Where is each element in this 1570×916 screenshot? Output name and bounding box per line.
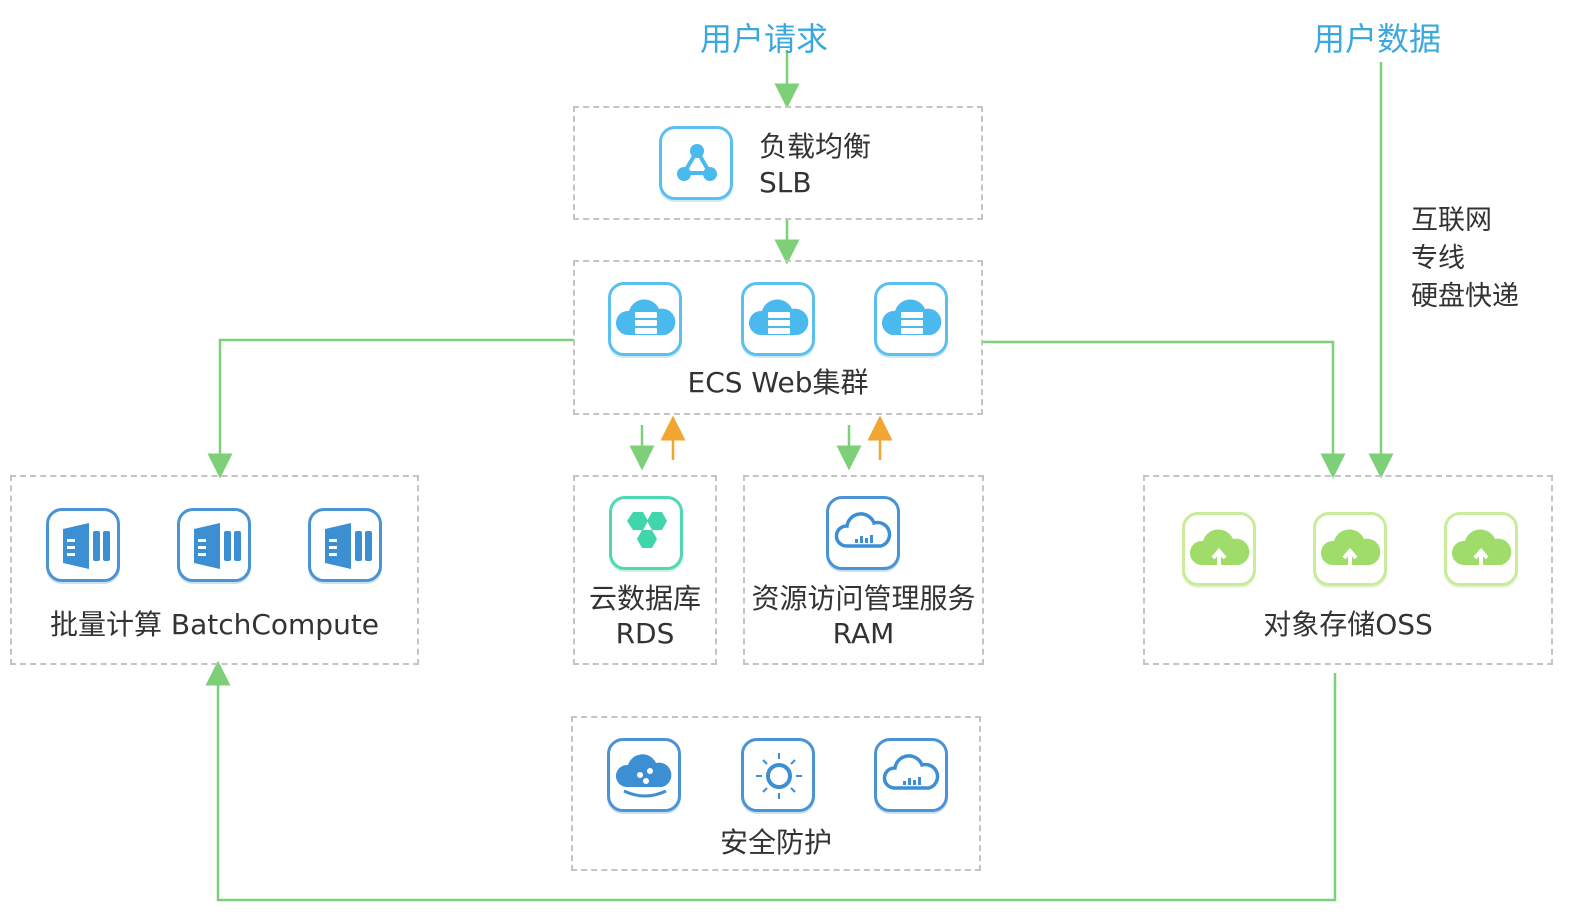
arrow-ecs-to-oss <box>982 340 1346 479</box>
cloud-shield-icon <box>607 738 681 812</box>
security-box <box>571 716 981 871</box>
rds-name: 云数据库 <box>588 582 701 615</box>
database-hexagon-icon <box>609 496 683 570</box>
network-hub-icon <box>659 126 733 200</box>
sun-burst-icon <box>741 738 815 812</box>
rds-code: RDS <box>615 617 675 650</box>
batch-compute-icon <box>177 508 251 582</box>
transfer-method-leased-line: 专线 <box>1411 243 1465 274</box>
oss-box <box>1143 475 1553 665</box>
ecs-box <box>573 260 983 415</box>
ecs-label: ECS Web集群 <box>687 366 869 399</box>
ram-code: RAM <box>832 617 895 650</box>
cloud-access-icon <box>874 738 948 812</box>
slb-name: 负载均衡 <box>759 130 872 163</box>
batch-compute-icon <box>308 508 382 582</box>
batch-label: 批量计算 BatchCompute <box>49 608 380 641</box>
batch-box <box>10 475 419 665</box>
slb-box <box>573 106 983 220</box>
cloud-server-icon <box>608 282 682 356</box>
ram-box <box>743 475 984 665</box>
oss-label: 对象存储OSS <box>1263 608 1433 641</box>
user-data-label: 用户数据 <box>1313 20 1442 58</box>
cloud-access-icon <box>826 496 900 570</box>
user-request-label: 用户请求 <box>700 20 829 58</box>
cloud-server-icon <box>874 282 948 356</box>
cloud-upload-icon <box>1182 512 1256 586</box>
slb-code: SLB <box>759 166 812 199</box>
transfer-method-internet: 互联网 <box>1411 205 1492 236</box>
cloud-upload-icon <box>1444 512 1518 586</box>
ram-name: 资源访问管理服务 <box>751 582 976 615</box>
cloud-server-icon <box>741 282 815 356</box>
arrow-oss-to-batch-loop <box>205 660 1337 902</box>
arrow-ecs-to-batch <box>207 338 574 479</box>
batch-compute-icon <box>46 508 120 582</box>
transfer-method-disk-shipping: 硬盘快递 <box>1411 281 1519 312</box>
security-label: 安全防护 <box>719 826 832 859</box>
cloud-upload-icon <box>1313 512 1387 586</box>
rds-box <box>573 475 717 665</box>
